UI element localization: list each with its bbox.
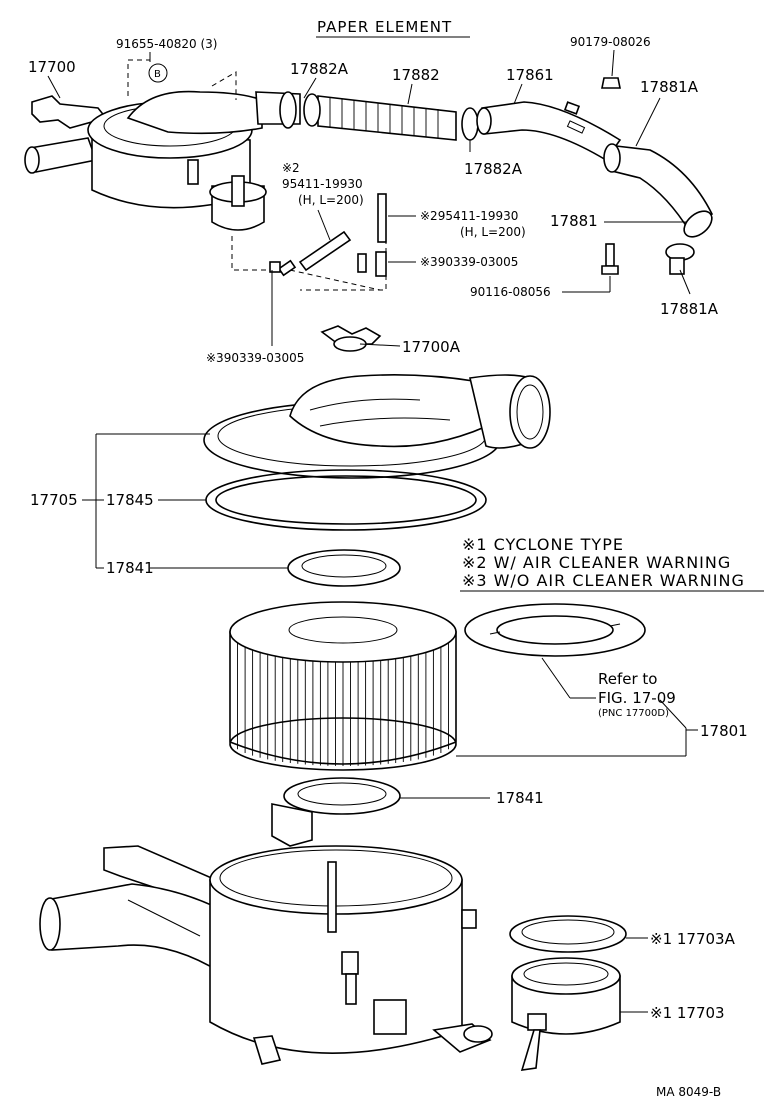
- label-91655-40820: 91655-40820 (3): [116, 37, 218, 51]
- label-refer-to: Refer to: [598, 670, 657, 688]
- legend-item-2: ※2 W/ AIR CLEANER WARNING: [462, 553, 731, 572]
- label-17801: 17801: [700, 722, 748, 740]
- seal-17841-bottom: [283, 777, 401, 815]
- legend-mark-2: ※2: [462, 553, 488, 572]
- label-17703: ※1 17703: [650, 1004, 725, 1022]
- bolt-90116: [601, 243, 619, 275]
- legend-item-3: ※3 W/O AIR CLEANER WARNING: [462, 571, 745, 590]
- label-17882a-top: 17882A: [290, 60, 349, 78]
- label-17841-top: 17841: [106, 559, 154, 577]
- gasket-17845: [205, 469, 487, 531]
- label-circle-b: B: [154, 69, 161, 80]
- legend-item-1: ※1 CYCLONE TYPE: [462, 535, 624, 554]
- leader-lines: [47, 49, 698, 1013]
- legend-text-1: CYCLONE TYPE: [494, 535, 624, 554]
- nut-90179: [601, 77, 621, 89]
- cyclone-cap-17703a: [509, 915, 627, 953]
- label-17703a: ※1 17703A: [650, 930, 736, 948]
- filter-pleats: [237, 642, 449, 766]
- label-90179-08026: 90179-08026: [570, 35, 651, 49]
- cyclone-17703: [511, 957, 621, 1071]
- label-17881: 17881: [550, 212, 598, 230]
- label-fig-17-09: FIG. 17-09: [598, 689, 676, 707]
- hose-17882: [255, 91, 479, 141]
- label-17841-bottom: 17841: [496, 789, 544, 807]
- legend-mark-1: ※1: [462, 535, 488, 554]
- label-hl-right: (H, L=200): [460, 225, 526, 239]
- label-90339-03005-right: ※390339-03005: [420, 255, 518, 269]
- label-17882: 17882: [392, 66, 440, 84]
- label-17881a-top: 17881A: [640, 78, 699, 96]
- legend-mark-3: ※3: [462, 571, 488, 590]
- label-95411-19930-left: 95411-19930: [282, 177, 363, 191]
- label-17705: 17705: [30, 491, 78, 509]
- legend-text-3: W/O AIR CLEANER WARNING: [494, 571, 745, 590]
- label-90116-08056: 90116-08056: [470, 285, 551, 299]
- label-pnc-17700d: (PNC 17700D): [598, 708, 669, 719]
- label-17845: 17845: [106, 491, 154, 509]
- label-17881a-bottom: 17881A: [660, 300, 719, 318]
- seal-17841-top: [287, 549, 401, 587]
- wing-nut-17700a: [320, 325, 382, 352]
- label-17861: 17861: [506, 66, 554, 84]
- label-90339-03005-left: ※390339-03005: [206, 351, 304, 365]
- cover-17705: [203, 374, 551, 479]
- label-hl-left: (H, L=200): [298, 193, 364, 207]
- hose-17881: [603, 143, 714, 238]
- label-17700: 17700: [28, 58, 76, 76]
- label-17700a: 17700A: [402, 338, 461, 356]
- legend-text-2: W/ AIR CLEANER WARNING: [494, 553, 732, 572]
- part-labels: 17700 91655-40820 (3) B 17882A 17882 178…: [28, 35, 748, 1022]
- pipe-17861: [476, 101, 622, 162]
- diagram-title: PAPER ELEMENT: [317, 18, 452, 36]
- label-95411-19930-right: ※295411-19930: [420, 209, 518, 223]
- reference-circle-b: [148, 63, 168, 83]
- label-17882a-mid: 17882A: [464, 160, 523, 178]
- top-air-cleaner-assembly: [24, 59, 387, 291]
- housing-lower: [39, 803, 493, 1065]
- label-mark2-left: ※2: [282, 161, 300, 175]
- filter-element-17801: [229, 601, 457, 771]
- ring-ref-17-09: [464, 603, 646, 657]
- warning-tube-parts: [269, 193, 387, 277]
- figure-code: MA 8049-B: [656, 1085, 721, 1099]
- clamp-17881a-lower: [665, 243, 695, 275]
